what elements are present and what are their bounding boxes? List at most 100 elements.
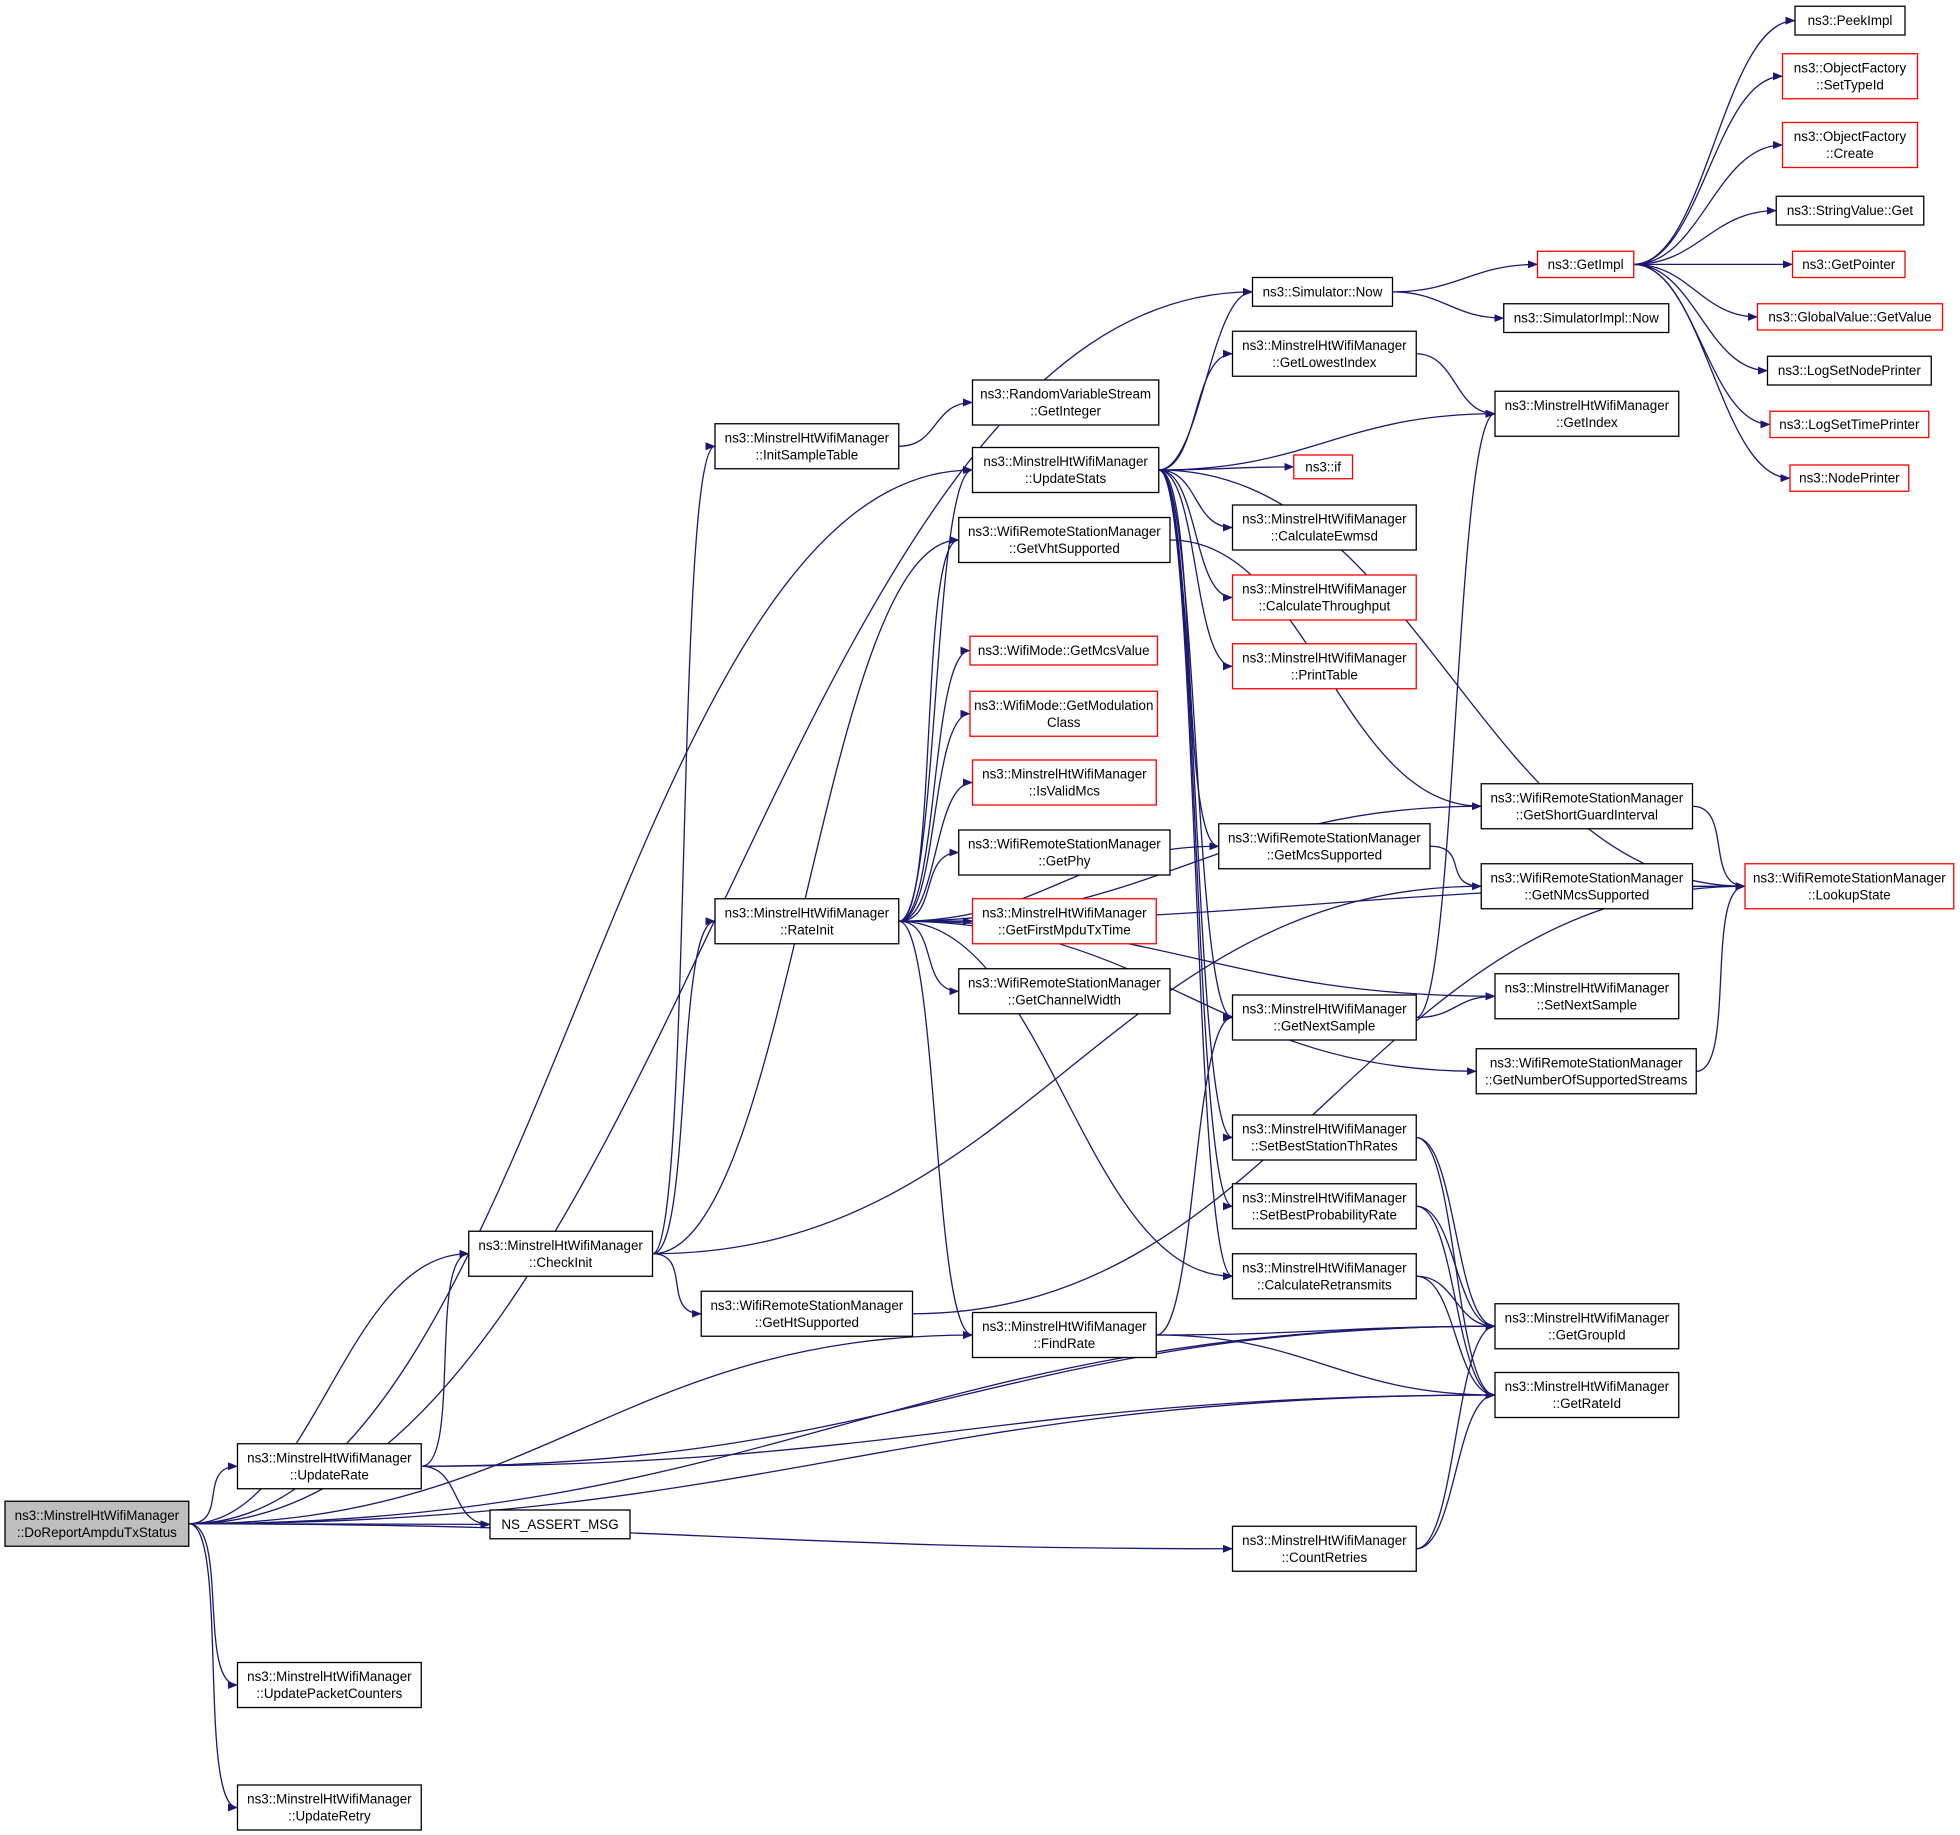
node-calcthroughput[interactable]: ns3::MinstrelHtWifiManager::CalculateThr… (1231, 574, 1417, 621)
node-nsif[interactable]: ns3::if (1293, 454, 1354, 480)
node-box-getchanwidth (958, 968, 1171, 1015)
node-root[interactable]: ns3::MinstrelHtWifiManager::DoReportAmpd… (4, 1500, 190, 1547)
node-getmcssupp[interactable]: ns3::WifiRemoteStationManager::GetMcsSup… (1218, 823, 1431, 870)
node-box-getfirstmpdu (971, 898, 1157, 945)
node-getvht[interactable]: ns3::WifiRemoteStationManager::GetVhtSup… (958, 516, 1171, 564)
node-getphy[interactable]: ns3::WifiRemoteStationManager::GetPhy (958, 829, 1171, 876)
edge-getimpl-to-globalvaluegetvalue (1633, 263, 1758, 321)
edge-checkinit-to-initsample (652, 442, 716, 1255)
node-getmcsvalue[interactable]: ns3::WifiMode::GetMcsValue (969, 635, 1159, 666)
node-getnmcs[interactable]: ns3::WifiRemoteStationManager::GetNMcsSu… (1480, 863, 1694, 910)
node-setbeststation[interactable]: ns3::MinstrelHtWifiManager::SetBestStati… (1231, 1114, 1417, 1161)
node-label-getmcssupp-1: ::GetMcsSupported (1267, 847, 1382, 862)
edge-findrate-to-getnextsample (1156, 1013, 1233, 1336)
node-stringvalueget[interactable]: ns3::StringValue::Get (1775, 195, 1925, 226)
node-getimpl[interactable]: ns3::GetImpl (1536, 250, 1635, 279)
node-label-simimplnow-0: ns3::SimulatorImpl::Now (1514, 311, 1659, 326)
node-simnow[interactable]: ns3::Simulator::Now (1251, 276, 1394, 307)
node-findrate[interactable]: ns3::MinstrelHtWifiManager::FindRate (971, 1311, 1157, 1359)
node-setbestprob[interactable]: ns3::MinstrelHtWifiManager::SetBestProba… (1231, 1183, 1417, 1230)
node-initsample[interactable]: ns3::MinstrelHtWifiManager::InitSampleTa… (714, 423, 900, 470)
node-getchanwidth[interactable]: ns3::WifiRemoteStationManager::GetChanne… (958, 968, 1171, 1015)
node-getshortgi[interactable]: ns3::WifiRemoteStationManager::GetShortG… (1480, 783, 1694, 830)
node-label-isvalidmcs-1: ::IsValidMcs (1029, 784, 1100, 799)
node-label-globalvaluegetvalue-0: ns3::GlobalValue::GetValue (1768, 309, 1931, 324)
node-objfactsettypeid[interactable]: ns3::ObjectFactory::SetTypeId (1781, 53, 1919, 100)
node-label-initsample-0: ns3::MinstrelHtWifiManager (725, 430, 890, 445)
node-box-updateretry (236, 1784, 422, 1831)
node-countretries[interactable]: ns3::MinstrelHtWifiManager::CountRetries (1231, 1525, 1417, 1572)
node-calcretrans[interactable]: ns3::MinstrelHtWifiManager::CalculateRet… (1231, 1253, 1417, 1300)
node-getnextsample[interactable]: ns3::MinstrelHtWifiManager::GetNextSampl… (1231, 994, 1417, 1041)
edge-getshortgi-to-lookupstate (1692, 805, 1746, 891)
node-box-nsassert (489, 1509, 631, 1540)
edge-updaterate-to-checkinit (421, 1249, 470, 1467)
node-getht[interactable]: ns3::WifiRemoteStationManager::GetHtSupp… (700, 1290, 914, 1337)
node-getinteger[interactable]: ns3::RandomVariableStream::GetInteger (971, 379, 1160, 426)
edge-updaterate-to-nsassert (421, 1465, 491, 1529)
edge-updatestats-to-setbeststation (1158, 469, 1233, 1142)
node-box-simimplnow (1503, 303, 1670, 334)
node-getnumstreams[interactable]: ns3::WifiRemoteStationManager::GetNumber… (1475, 1048, 1697, 1095)
node-label-setbestprob-0: ns3::MinstrelHtWifiManager (1242, 1190, 1407, 1205)
edge-checkinit-to-rateinit (652, 917, 716, 1255)
node-nodeprinter[interactable]: ns3::NodePrinter (1789, 464, 1910, 492)
node-nsassert[interactable]: NS_ASSERT_MSG (489, 1509, 631, 1540)
node-label-getgroupid-1: ::GetGroupId (1548, 1327, 1625, 1342)
node-simimplnow[interactable]: ns3::SimulatorImpl::Now (1503, 303, 1670, 334)
node-calcewmsd[interactable]: ns3::MinstrelHtWifiManager::CalculateEwm… (1231, 504, 1417, 551)
node-box-getpointer (1791, 250, 1906, 279)
node-label-setnextsample-1: ::SetNextSample (1537, 997, 1637, 1012)
node-label-objfactsettypeid-0: ns3::ObjectFactory (1794, 60, 1907, 75)
node-setnextsample[interactable]: ns3::MinstrelHtWifiManager::SetNextSampl… (1494, 973, 1680, 1020)
node-getrateid[interactable]: ns3::MinstrelHtWifiManager::GetRateId (1494, 1371, 1680, 1419)
node-box-nodeprinter (1789, 464, 1910, 492)
node-logsetnodeprinter[interactable]: ns3::LogSetNodePrinter (1766, 355, 1932, 386)
node-label-getnmcs-1: ::GetNMcsSupported (1524, 887, 1649, 902)
node-isvalidmcs[interactable]: ns3::MinstrelHtWifiManager::IsValidMcs (971, 759, 1157, 806)
node-box-simnow (1251, 276, 1394, 307)
node-updaterate[interactable]: ns3::MinstrelHtWifiManager::UpdateRate (236, 1443, 422, 1490)
node-box-setbestprob (1231, 1183, 1417, 1230)
edge-updatestats-to-calcretrans (1158, 469, 1233, 1281)
node-peekimpl[interactable]: ns3::PeekImpl (1794, 5, 1906, 36)
node-label-countretries-0: ns3::MinstrelHtWifiManager (1242, 1533, 1407, 1548)
node-label-calcthroughput-1: ::CalculateThroughput (1258, 599, 1390, 614)
node-label-getmcsvalue-0: ns3::WifiMode::GetMcsValue (978, 643, 1150, 658)
node-checkinit[interactable]: ns3::MinstrelHtWifiManager::CheckInit (468, 1230, 654, 1277)
node-globalvaluegetvalue[interactable]: ns3::GlobalValue::GetValue (1756, 303, 1944, 331)
node-getgroupid[interactable]: ns3::MinstrelHtWifiManager::GetGroupId (1494, 1303, 1680, 1350)
node-label-updaterate-0: ns3::MinstrelHtWifiManager (247, 1450, 412, 1465)
node-label-calcewmsd-1: ::CalculateEwmsd (1271, 529, 1378, 544)
node-label-getshortgi-0: ns3::WifiRemoteStationManager (1490, 790, 1683, 805)
node-box-getnumstreams (1475, 1048, 1697, 1095)
node-logsettimeprinter[interactable]: ns3::LogSetTimePrinter (1769, 410, 1930, 439)
node-rateinit[interactable]: ns3::MinstrelHtWifiManager::RateInit (714, 898, 900, 945)
edge-updatestats-to-lookupstate (1158, 469, 1746, 891)
node-label-updatestats-0: ns3::MinstrelHtWifiManager (983, 454, 1148, 469)
edge-root-to-getrateid (188, 1391, 1496, 1525)
node-objfactcreate[interactable]: ns3::ObjectFactory::Create (1781, 121, 1919, 169)
node-getindex[interactable]: ns3::MinstrelHtWifiManager::GetIndex (1494, 390, 1680, 437)
node-updatepktctr[interactable]: ns3::MinstrelHtWifiManager::UpdatePacket… (236, 1661, 422, 1709)
node-getfirstmpdu[interactable]: ns3::MinstrelHtWifiManager::GetFirstMpdu… (971, 898, 1157, 945)
node-lookupstate[interactable]: ns3::WifiRemoteStationManager::LookupSta… (1744, 863, 1955, 910)
node-getlowestidx[interactable]: ns3::MinstrelHtWifiManager::GetLowestInd… (1231, 330, 1417, 377)
node-getpointer[interactable]: ns3::GetPointer (1791, 250, 1906, 279)
node-printtable[interactable]: ns3::MinstrelHtWifiManager::PrintTable (1231, 643, 1417, 690)
edge-calcretrans-to-getgroupid (1416, 1275, 1496, 1331)
edge-root-to-updatestats (188, 466, 973, 1525)
edge-rateinit-to-getmodclass (898, 709, 971, 922)
node-updatestats[interactable]: ns3::MinstrelHtWifiManager::UpdateStats (971, 446, 1160, 494)
edge-countretries-to-getrateid (1416, 1391, 1496, 1550)
node-updateretry[interactable]: ns3::MinstrelHtWifiManager::UpdateRetry (236, 1784, 422, 1831)
node-label-getnumstreams-1: ::GetNumberOfSupportedStreams (1485, 1072, 1688, 1087)
node-label-updateretry-1: ::UpdateRetry (288, 1809, 371, 1824)
edge-checkinit-to-getht (652, 1253, 702, 1318)
edge-updatestats-to-calcewmsd (1158, 469, 1233, 532)
edge-getlowestidx-to-getindex (1416, 353, 1496, 418)
edge-root-to-updatepktctr (188, 1523, 238, 1689)
node-box-isvalidmcs (971, 759, 1157, 806)
edge-updatestats-to-calcthroughput (1158, 469, 1233, 602)
